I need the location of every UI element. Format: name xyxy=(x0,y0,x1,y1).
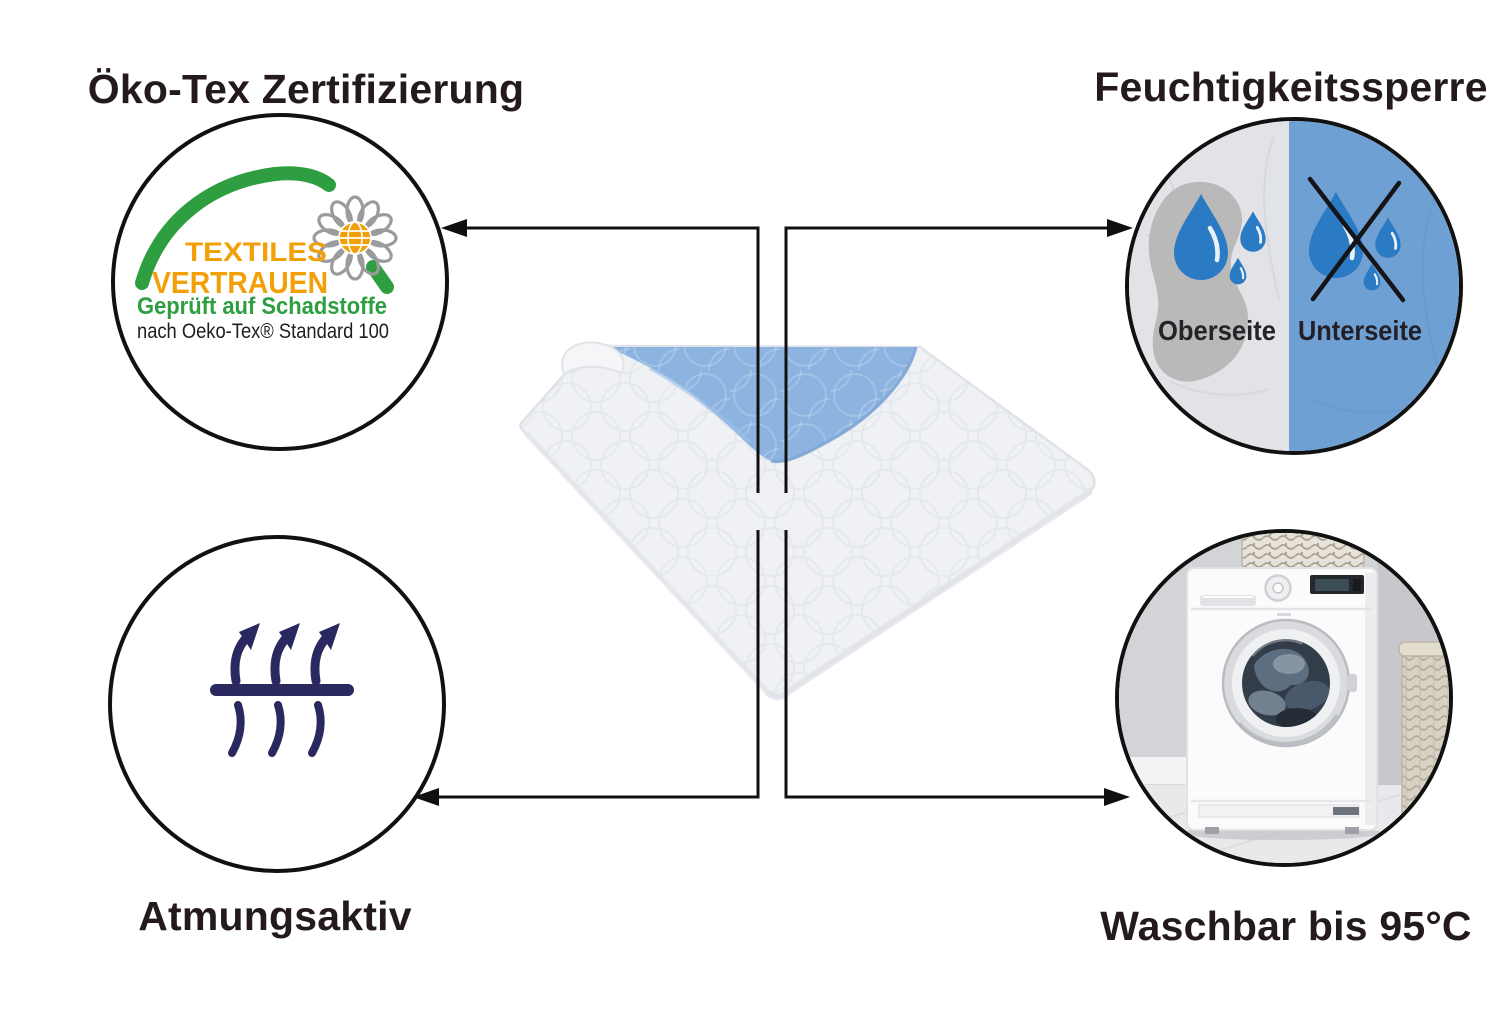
badge-line3: Geprüft auf Schadstoffe xyxy=(137,293,387,320)
badge-line4: nach Oeko-Tex® Standard 100 xyxy=(137,320,389,343)
oeko-tex-flower-icon xyxy=(312,195,398,281)
laundry-basket-right xyxy=(1398,641,1449,833)
oeko-tex-badge: TEXTILES VERTRAUEN Geprüft auf Schadstof… xyxy=(135,166,398,343)
washable-circle xyxy=(1115,529,1453,867)
green-arc xyxy=(135,166,336,290)
cross-x-icon xyxy=(1307,176,1406,303)
breathability-arrows-icon xyxy=(210,623,354,757)
washing-machine-image xyxy=(1119,533,1449,863)
arrow-left-icon xyxy=(441,219,467,237)
badge-line2: VERTRAUEN xyxy=(152,265,328,300)
no-water-drops-icon xyxy=(1307,176,1406,303)
product-pad-image xyxy=(519,341,1096,701)
top-side-label: Oberseite xyxy=(1158,315,1276,346)
certification-title: Öko-Tex Zertifizierung xyxy=(87,66,525,112)
moisture-title: Feuchtigkeitssperre xyxy=(1094,64,1488,110)
arrow-right-icon xyxy=(1104,788,1130,806)
wet-spot xyxy=(1148,181,1249,382)
washable-title: Waschbar bis 95°C xyxy=(1100,903,1472,949)
water-drops-icon xyxy=(1174,194,1266,285)
laundry-basket-top xyxy=(1241,533,1365,570)
arrow-right-icon xyxy=(1107,219,1133,237)
breathable-circle xyxy=(108,535,446,873)
certification-badge-circle: TEXTILES VERTRAUEN Geprüft auf Schadstof… xyxy=(111,113,449,451)
badge-line1: TEXTILES xyxy=(185,237,327,267)
bottom-side-label: Unterseite xyxy=(1298,315,1422,346)
breathable-title: Atmungsaktiv xyxy=(138,893,412,939)
moisture-barrier-circle: Oberseite Unterseite xyxy=(1125,117,1463,455)
